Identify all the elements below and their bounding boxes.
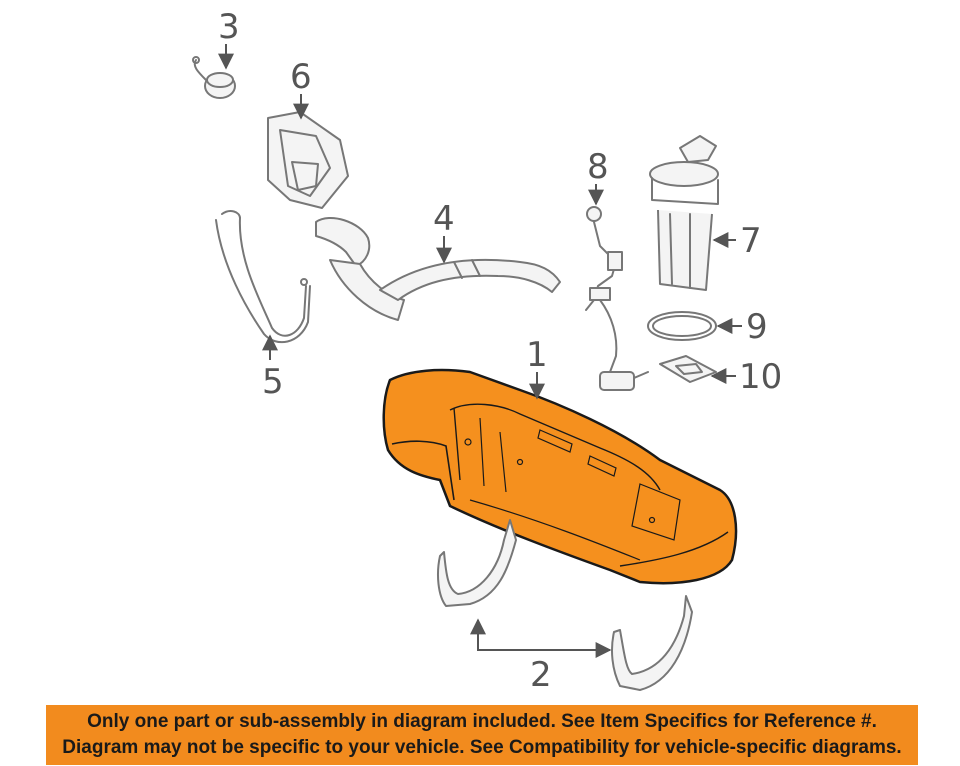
callout-label-5: 5 bbox=[262, 362, 284, 402]
callout-label-10: 10 bbox=[739, 357, 782, 397]
fuel-tank bbox=[382, 368, 738, 585]
callout-label-7: 7 bbox=[740, 221, 762, 261]
wiring-harness bbox=[585, 206, 649, 391]
callout-arrow-2-left bbox=[470, 618, 540, 651]
fuel-tank-body bbox=[382, 368, 738, 585]
pump-seal bbox=[647, 311, 717, 341]
callout-label-2: 2 bbox=[530, 655, 552, 695]
fuel-system-exploded-diagram: 3 6 8 4 7 9 1 10 5 2 bbox=[192, 7, 782, 695]
filler-housing bbox=[267, 111, 349, 209]
tank-strap-right bbox=[611, 595, 693, 691]
disclaimer-line-2: Diagram may not be specific to your vehi… bbox=[62, 737, 902, 758]
fuel-pump-module bbox=[649, 135, 719, 291]
filler-neck bbox=[315, 217, 561, 321]
vent-hose bbox=[215, 210, 311, 344]
callout-label-8: 8 bbox=[587, 147, 609, 187]
disclaimer-line-1: Only one part or sub-assembly in diagram… bbox=[87, 711, 877, 732]
fuel-cap bbox=[192, 56, 236, 99]
tank-strap-left bbox=[437, 519, 517, 607]
callout-label-6: 6 bbox=[290, 57, 312, 97]
callout-label-9: 9 bbox=[746, 307, 768, 347]
callout-label-3: 3 bbox=[218, 7, 240, 47]
disclaimer-banner: Only one part or sub-assembly in diagram… bbox=[46, 705, 918, 765]
callout-label-4: 4 bbox=[433, 199, 455, 239]
insulator-pad bbox=[659, 355, 717, 383]
callout-label-1: 1 bbox=[526, 335, 548, 375]
